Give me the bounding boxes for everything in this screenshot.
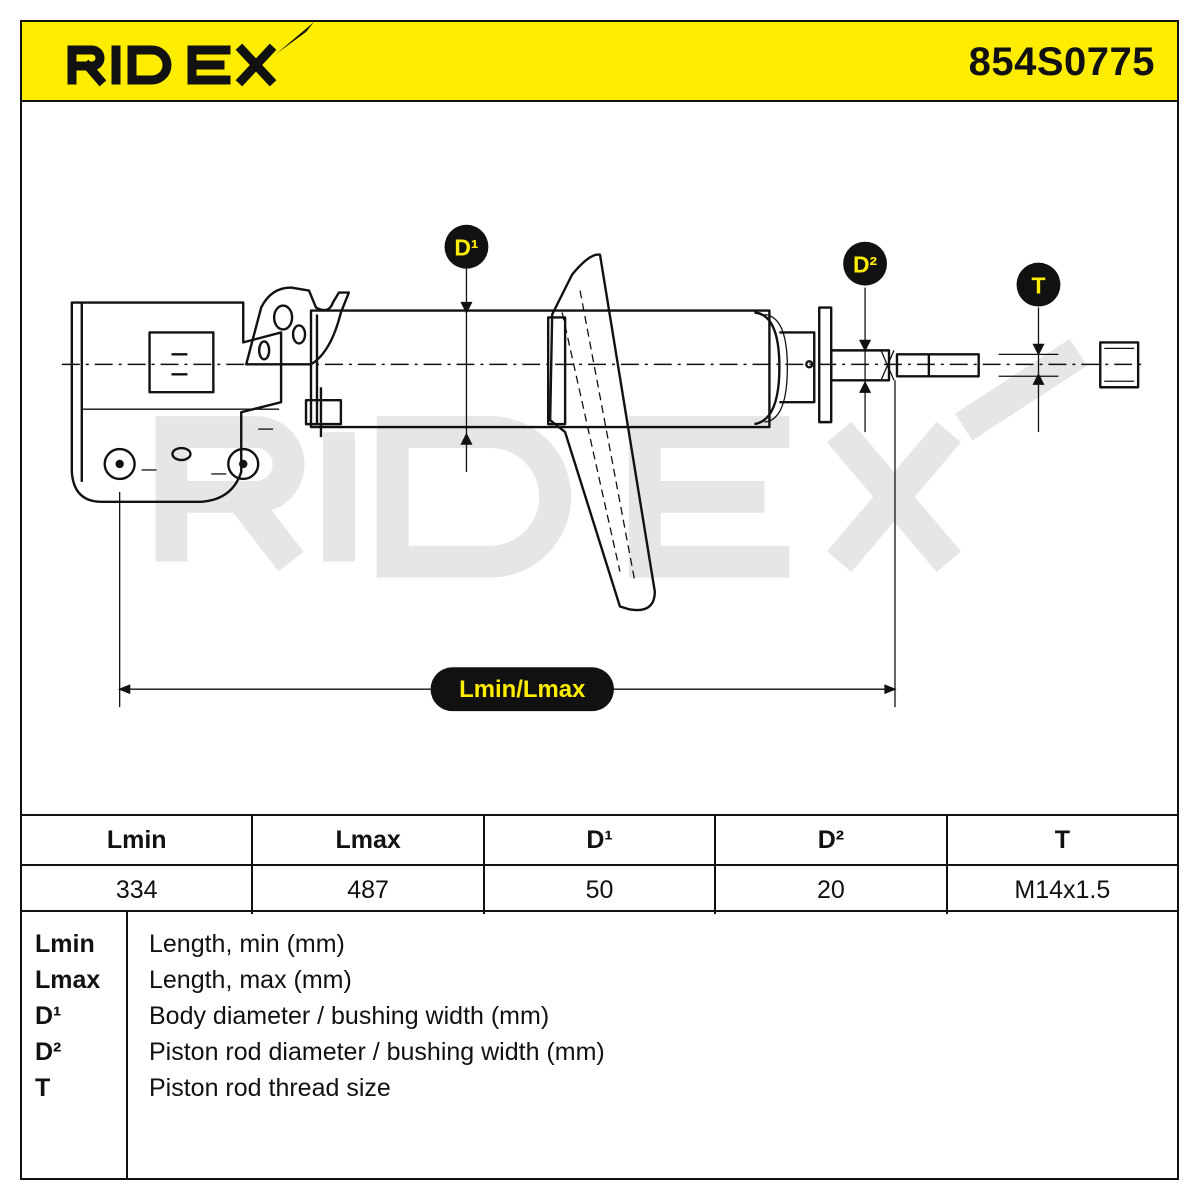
datasheet: 854S0775 [20, 20, 1179, 1180]
legend: Lmin Length, min (mm) Lmax Length, max (… [22, 912, 1177, 1178]
label-d1: D¹ [444, 224, 489, 269]
legend-key: Lmax [35, 966, 101, 994]
spring-seat [548, 253, 657, 612]
legend-item: D² Piston rod diameter / bushing width (… [22, 1038, 1177, 1074]
label-t: T [1016, 262, 1061, 307]
ridex-logo [67, 22, 314, 87]
spec-header-d2: D² [716, 816, 948, 864]
watermark-logo [155, 339, 1088, 578]
spec-value-d1: 50 [485, 866, 717, 914]
svg-text:Lmin/Lmax: Lmin/Lmax [459, 676, 586, 703]
legend-item: D¹ Body diameter / bushing width (mm) [22, 1002, 1177, 1038]
brake-hose-bracket [245, 286, 351, 366]
bolt-hole-left [103, 447, 136, 481]
legend-desc: Length, min (mm) [149, 930, 345, 958]
spec-header-lmax: Lmax [253, 816, 485, 864]
legend-key: D¹ [35, 1002, 62, 1030]
piston-rod [830, 349, 891, 382]
legend-item: Lmax Length, max (mm) [22, 966, 1177, 1002]
top-nut [1099, 341, 1140, 389]
spec-header-t: T [1054, 825, 1070, 854]
legend-desc: Piston rod diameter / bushing width (mm) [149, 1038, 605, 1066]
legend-key: Lmin [35, 930, 95, 958]
legend-desc: Length, max (mm) [149, 966, 352, 994]
strut-body [309, 309, 771, 429]
legend-item: T Piston rod thread size [22, 1074, 1177, 1110]
top-plate [818, 306, 833, 424]
legend-divider [126, 912, 128, 1178]
sensor-connector [148, 331, 215, 394]
spec-value-t: M14x1.5 [1014, 875, 1111, 904]
spec-table: Lmin Lmax D¹ D² T 334 487 50 20 M14x1.5 [22, 814, 1177, 914]
spec-header-d1: D¹ [485, 816, 717, 864]
bolt-hole-right [227, 447, 260, 481]
spec-value-d2: 20 [716, 866, 948, 914]
legend-key: T [35, 1074, 51, 1102]
spec-value-lmax: 487 [253, 866, 485, 914]
spec-header-row: Lmin Lmax D¹ D² T [22, 816, 1177, 866]
shock-absorber-drawing: D¹ D² T Lmin/Lmax [61, 224, 1144, 712]
svg-text:D¹: D¹ [454, 235, 478, 261]
svg-text:T: T [1031, 273, 1045, 299]
stabilizer-tab [304, 399, 343, 426]
header-bar: 854S0775 [22, 22, 1177, 102]
legend-desc: Piston rod thread size [149, 1074, 391, 1102]
legend-item: Lmin Length, min (mm) [22, 930, 1177, 966]
spec-header-lmin: Lmin [22, 816, 254, 864]
rod-thread [895, 353, 980, 378]
spec-value-lmin: 334 [22, 866, 254, 914]
svg-text:D²: D² [853, 252, 878, 278]
label-length: Lmin/Lmax [430, 667, 614, 712]
legend-key: D² [35, 1038, 62, 1066]
legend-desc: Body diameter / bushing width (mm) [149, 1002, 550, 1030]
spec-value-row: 334 487 50 20 M14x1.5 [22, 866, 1177, 914]
dust-seal [754, 311, 781, 426]
label-d2: D² [843, 241, 888, 286]
part-number: 854S0775 [968, 40, 1155, 84]
